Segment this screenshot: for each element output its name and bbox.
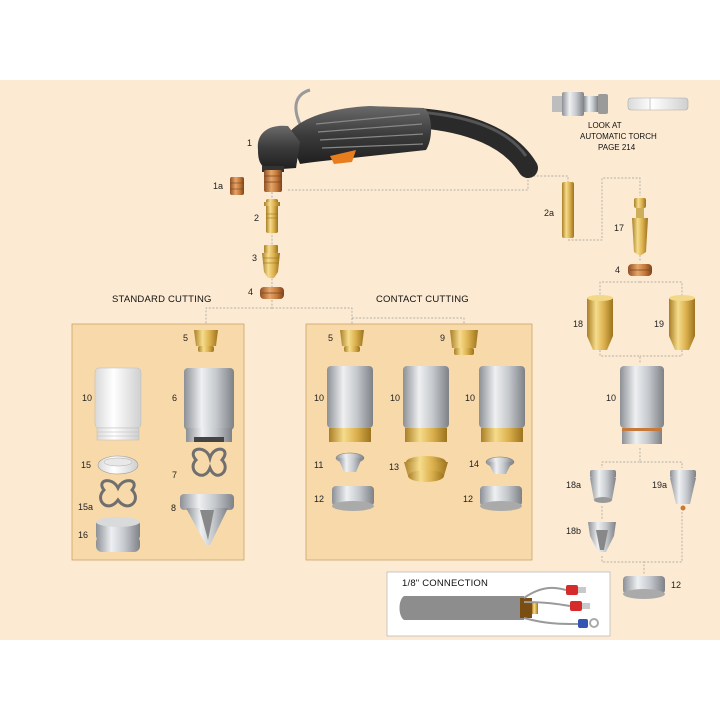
ceramic-shield-cup-10-standard xyxy=(94,367,142,441)
part-number-1a: 1a xyxy=(213,181,223,191)
standard-cutting-title: STANDARD CUTTING xyxy=(112,294,212,305)
part-number-14: 14 xyxy=(469,459,479,469)
part-number-10-contact-a: 10 xyxy=(314,393,324,403)
part-number-5-standard: 5 xyxy=(183,333,188,343)
part-number-3: 3 xyxy=(252,253,257,263)
part-number-10-right: 10 xyxy=(606,393,616,403)
part-number-15: 15 xyxy=(81,460,91,470)
part-number-19a: 19a xyxy=(652,480,667,490)
part-number-12-contact-b: 12 xyxy=(463,494,473,504)
spacer-spring-7 xyxy=(191,447,227,477)
nozzle-9 xyxy=(450,330,478,355)
part-number-19: 19 xyxy=(654,319,664,329)
nozzle-18 xyxy=(587,295,613,350)
part-number-12-contact-a: 12 xyxy=(314,494,324,504)
part-number-2a: 2a xyxy=(544,208,554,218)
part-number-2: 2 xyxy=(254,213,259,223)
retaining-cap-12-contact-b xyxy=(480,486,522,511)
part-number-13: 13 xyxy=(389,462,399,472)
shield-18a xyxy=(590,470,616,503)
part-number-11: 11 xyxy=(314,460,323,470)
shield-cup-10-contact-b xyxy=(403,366,449,442)
spacer-ring-15 xyxy=(97,455,139,475)
nozzle-5-contact xyxy=(340,330,364,352)
shield-cup-10-contact-c xyxy=(479,366,525,442)
part-number-15a: 15a xyxy=(78,502,93,512)
spacer-8 xyxy=(180,494,234,545)
gas-diffuser-3 xyxy=(262,245,280,278)
electrode-2 xyxy=(264,199,280,233)
part-number-16: 16 xyxy=(78,530,88,540)
retaining-cap-12-right xyxy=(623,576,665,599)
nozzle-5-standard xyxy=(194,330,218,352)
insulator-sleeve-1a xyxy=(230,177,244,195)
shield-cup-10-right xyxy=(620,366,664,444)
swirl-ring-4 xyxy=(260,287,284,299)
connection-title: 1/8" CONNECTION xyxy=(402,578,488,589)
part-number-6: 6 xyxy=(172,393,177,403)
shield-cup-6 xyxy=(184,368,234,442)
part-number-10-standard: 10 xyxy=(82,393,92,403)
part-number-18: 18 xyxy=(573,319,583,329)
part-number-9: 9 xyxy=(440,333,445,343)
part-number-5-contact: 5 xyxy=(328,333,333,343)
deflector-13 xyxy=(404,456,448,482)
part-number-10-contact-c: 10 xyxy=(465,393,475,403)
part-number-4: 4 xyxy=(248,287,253,297)
automatic-torch-note-line3: PAGE 214 xyxy=(598,143,636,152)
part-number-17: 17 xyxy=(614,223,624,233)
part-number-1: 1 xyxy=(247,138,252,148)
shield-cup-10-contact-a xyxy=(327,366,373,442)
part-number-18b: 18b xyxy=(566,526,581,536)
nozzle-cap-16 xyxy=(96,517,140,552)
torch-hand-unit xyxy=(257,88,538,192)
automatic-torch-note-line1: LOOK AT xyxy=(588,121,622,130)
contact-tip-11 xyxy=(335,452,365,472)
electrode-17 xyxy=(632,198,648,256)
part-number-10-contact-b: 10 xyxy=(390,393,400,403)
part-number-12-right: 12 xyxy=(671,580,681,590)
part-number-18a: 18a xyxy=(566,480,581,490)
adapter-sleeve-2a xyxy=(562,182,574,238)
part-number-4-right: 4 xyxy=(615,265,620,275)
part-number-8: 8 xyxy=(171,503,176,513)
retaining-cap-12-contact-a xyxy=(332,486,374,511)
automatic-torch-note-line2: AUTOMATIC TORCH xyxy=(580,132,657,141)
part-number-7: 7 xyxy=(172,470,177,480)
connection-cable xyxy=(399,585,599,628)
contact-cutting-title: CONTACT CUTTING xyxy=(376,294,469,305)
nozzle-19 xyxy=(669,295,695,350)
contact-tip-14 xyxy=(485,456,515,474)
spacer-18b xyxy=(588,522,616,552)
shield-19a xyxy=(670,470,696,511)
automatic-torch-reference xyxy=(552,92,689,116)
swirl-ring-4-right xyxy=(628,264,652,276)
spacer-spring-15a xyxy=(99,479,137,508)
